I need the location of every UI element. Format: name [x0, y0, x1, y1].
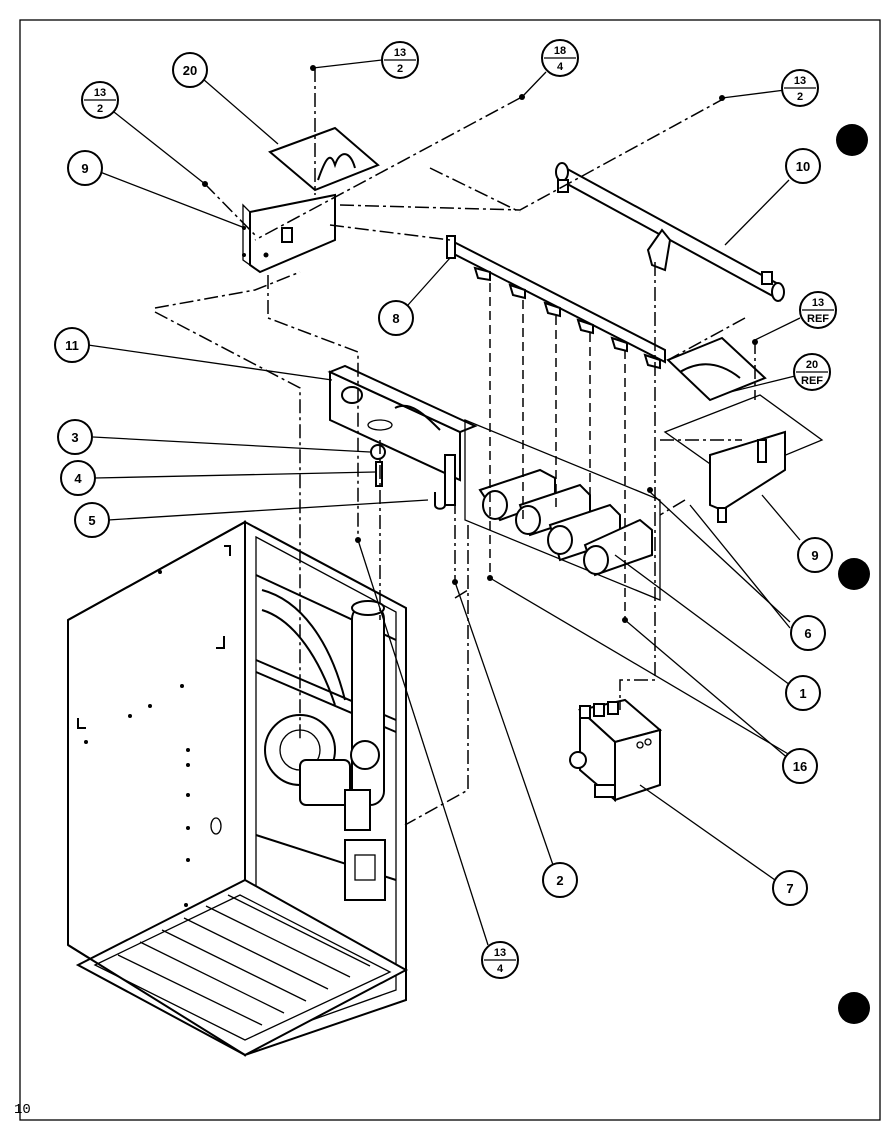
callout-8: 8	[378, 300, 414, 336]
svg-text:20: 20	[806, 359, 818, 371]
bracket-9-lower	[663, 394, 824, 523]
burner-bracket-8	[446, 235, 666, 370]
callout-7: 7	[772, 870, 808, 906]
svg-text:4: 4	[497, 963, 504, 975]
callout-13-ref: 13 REF	[799, 291, 837, 329]
svg-text:7: 7	[786, 881, 793, 896]
svg-text:13: 13	[394, 47, 406, 59]
screw-4	[375, 461, 383, 487]
leader-lines	[87, 59, 801, 946]
svg-text:REF: REF	[801, 375, 823, 387]
callout-13-2-right: 13 2	[781, 69, 819, 107]
svg-text:8: 8	[392, 311, 399, 326]
svg-text:18: 18	[554, 45, 566, 57]
callout-18-4: 18 4	[541, 39, 579, 77]
callout-6: 6	[790, 615, 826, 651]
callout-20-ref: 20 REF	[793, 353, 831, 391]
svg-text:2: 2	[556, 873, 563, 888]
svg-text:2: 2	[797, 91, 803, 103]
svg-text:16: 16	[793, 759, 807, 774]
callout-13-4: 13 4	[481, 941, 519, 979]
burner-assembly	[452, 419, 661, 623]
svg-text:13: 13	[94, 87, 106, 99]
svg-text:6: 6	[804, 626, 811, 641]
svg-text:9: 9	[81, 161, 88, 176]
callout-13-2-left: 13 2	[81, 81, 119, 119]
callout-10: 10	[785, 148, 821, 184]
callout-5: 5	[74, 502, 110, 538]
svg-text:10: 10	[796, 159, 810, 174]
callout-16: 16	[782, 748, 818, 784]
punch-hole-middle	[838, 558, 870, 590]
svg-text:9: 9	[811, 548, 818, 563]
svg-text:13: 13	[494, 947, 506, 959]
rail-10	[555, 162, 785, 302]
svg-text:1: 1	[799, 686, 806, 701]
page-number: 10	[14, 1102, 31, 1118]
callout-13-2-top: 13 2	[381, 41, 419, 79]
shield-20-ref	[666, 336, 767, 402]
bracket-9-upper	[242, 193, 336, 274]
callout-1: 1	[785, 675, 821, 711]
callout-20-upper: 20	[172, 52, 208, 88]
punch-hole-top	[836, 124, 868, 156]
svg-text:3: 3	[71, 430, 78, 445]
callout-9-lower: 9	[797, 537, 833, 573]
svg-text:2: 2	[397, 63, 403, 75]
callout-3: 3	[57, 419, 93, 455]
punch-hole-bottom	[838, 992, 870, 1024]
callout-9-upper: 9	[67, 150, 103, 186]
svg-text:2: 2	[97, 103, 103, 115]
page-border	[19, 19, 881, 1121]
burner-manifold-11	[327, 364, 478, 506]
svg-text:5: 5	[88, 513, 95, 528]
orifice-3	[370, 444, 386, 460]
callout-11: 11	[54, 327, 90, 363]
phantom-lines	[154, 68, 756, 826]
svg-text:20: 20	[183, 63, 197, 78]
svg-text:11: 11	[65, 338, 79, 353]
svg-text:REF: REF	[807, 313, 829, 325]
svg-text:13: 13	[794, 75, 806, 87]
svg-text:4: 4	[557, 61, 564, 73]
hook-5	[434, 480, 446, 510]
gas-valve-7	[569, 698, 663, 803]
shield-20-upper	[268, 126, 380, 192]
furnace-cabinet	[67, 520, 409, 1057]
callout-4: 4	[60, 460, 96, 496]
svg-text:4: 4	[74, 471, 82, 486]
svg-text:13: 13	[812, 297, 824, 309]
callout-2: 2	[542, 862, 578, 898]
